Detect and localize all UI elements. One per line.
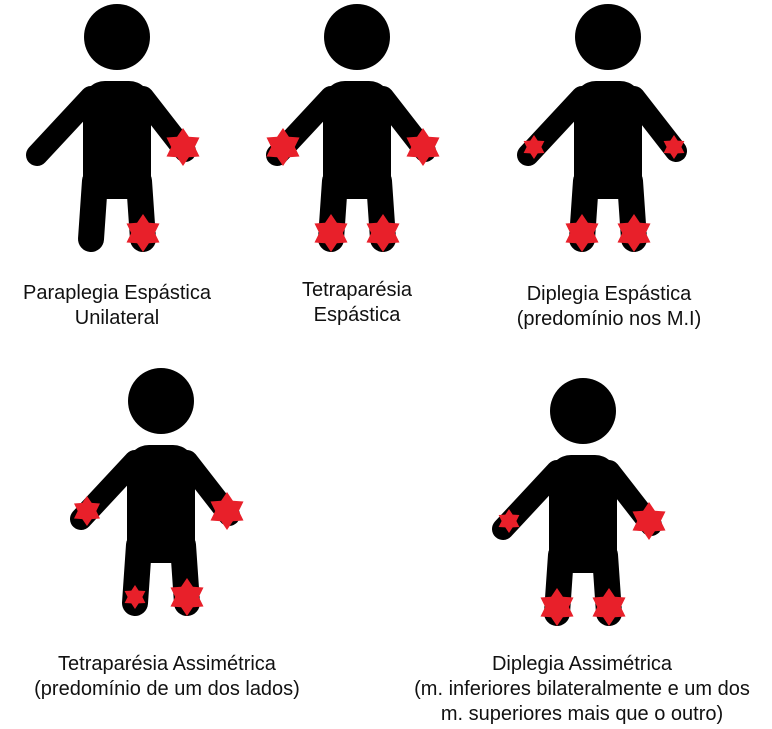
caption-diplegia: Diplegia Espástica (predomínio nos M.I) [517, 282, 702, 332]
figure-4 [499, 378, 666, 626]
caption-line: Diplegia Assimétrica [414, 652, 750, 677]
figure-2 [524, 4, 685, 252]
head [575, 4, 641, 70]
caption-tetraparesia-assimetrica: Tetraparésia Assimétrica (predomínio de … [34, 652, 300, 702]
caption-line: Espástica [302, 303, 412, 328]
right-leg [91, 181, 95, 239]
caption-line: (predomínio de um dos lados) [34, 677, 300, 702]
caption-line: Tetraparésia Assimétrica [34, 652, 300, 677]
caption-line: (predomínio nos M.I) [517, 307, 702, 332]
head [128, 368, 194, 434]
caption-line: Diplegia Espástica [517, 282, 702, 307]
head [550, 378, 616, 444]
caption-line: Unilateral [23, 306, 211, 331]
caption-line: (m. inferiores bilateralmente e um dos [414, 677, 750, 702]
right-arm [37, 97, 91, 155]
caption-diplegia-assimetrica: Diplegia Assimétrica (m. inferiores bila… [414, 652, 750, 727]
caption-line: m. superiores mais que o outro) [414, 702, 750, 727]
caption-paraplegia: Paraplegia Espástica Unilateral [23, 281, 211, 331]
caption-tetraparesia: Tetraparésia Espástica [302, 278, 412, 328]
figure-0 [37, 4, 200, 252]
head [324, 4, 390, 70]
caption-line: Paraplegia Espástica [23, 281, 211, 306]
figure-1 [267, 4, 440, 252]
caption-line: Tetraparésia [302, 278, 412, 303]
head [84, 4, 150, 70]
figure-3 [74, 368, 244, 616]
